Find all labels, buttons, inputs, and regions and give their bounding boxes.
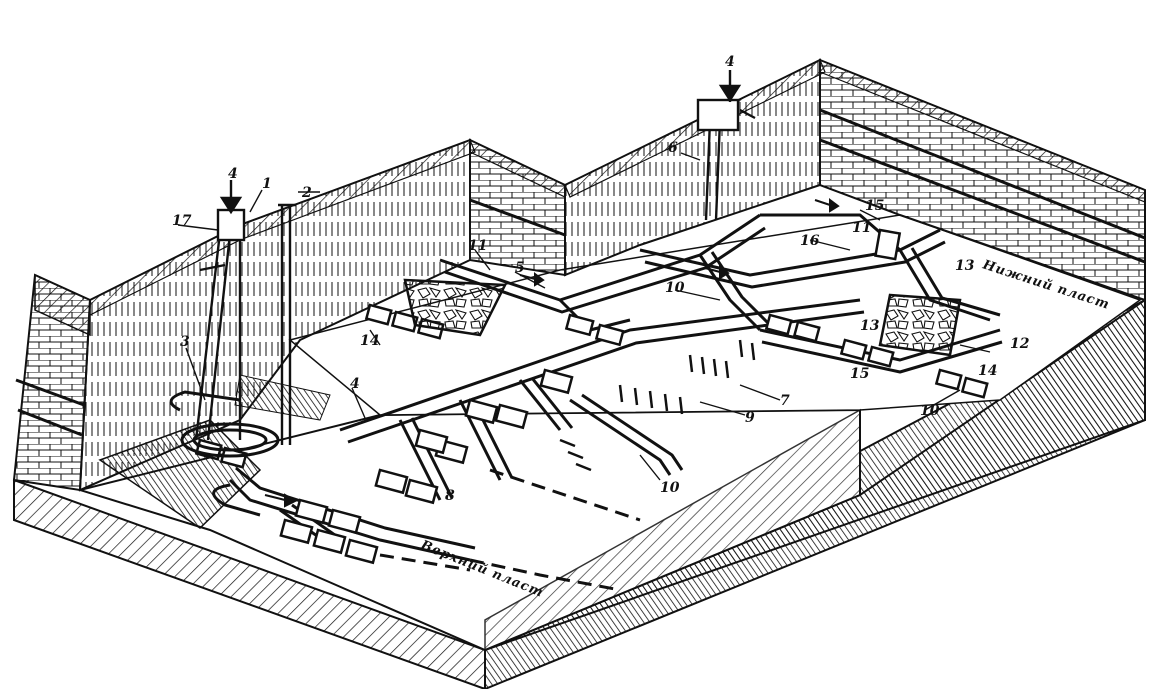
left-shaft (194, 180, 246, 441)
label-3: 3 (180, 334, 190, 350)
label-1: 1 (262, 176, 272, 192)
label-9-right: 9 (745, 410, 755, 426)
label-10-left: 10 (660, 480, 680, 496)
label-13-a: 13 (955, 258, 975, 274)
longwall-face-marks (559, 339, 756, 472)
dashed-projected-roadways (379, 468, 641, 592)
upper-seam-pillars (194, 368, 574, 565)
upper-seam-cut-face (484, 408, 861, 652)
label-14-right: 14 (978, 363, 997, 379)
label-14-left: 14 (360, 333, 379, 349)
label-4-right-headframe: 4 (725, 54, 735, 70)
callout-labels: 4 1 2 17 3 4 4 6 11 5 11 15 16 13 13 10 … (172, 54, 1030, 504)
label-8: 8 (445, 488, 455, 504)
goaf-panel-left (403, 278, 507, 337)
label-7: 7 (780, 393, 790, 409)
label-5: 5 (515, 260, 525, 276)
shaft-bottom-loops (169, 390, 280, 517)
step-block-front (469, 138, 566, 277)
right-shaft (696, 70, 756, 221)
right-end-block-top (819, 59, 1146, 203)
label-10-mid: 10 (665, 280, 685, 296)
label-13-b: 13 (860, 318, 880, 334)
label-15-lower: 15 (850, 366, 869, 382)
label-11-right: 11 (852, 220, 871, 236)
label-2: 2 (301, 185, 312, 201)
label-12: 12 (1010, 336, 1030, 352)
goaf-panel-right (878, 293, 962, 357)
skip-shaft (278, 203, 296, 445)
label-16: 16 (800, 233, 820, 249)
base-slab-front (13, 478, 486, 689)
callout-leaders (177, 152, 991, 481)
label-4-left-headframe: 4 (228, 166, 238, 182)
label-17: 17 (172, 213, 192, 229)
label-15: 15 (865, 198, 884, 214)
label-6: 6 (668, 140, 678, 156)
strata-bands (15, 108, 1146, 437)
label-10-right: 10 (920, 403, 940, 419)
label-11-left: 11 (468, 238, 487, 254)
label-4: 4 (350, 376, 360, 392)
